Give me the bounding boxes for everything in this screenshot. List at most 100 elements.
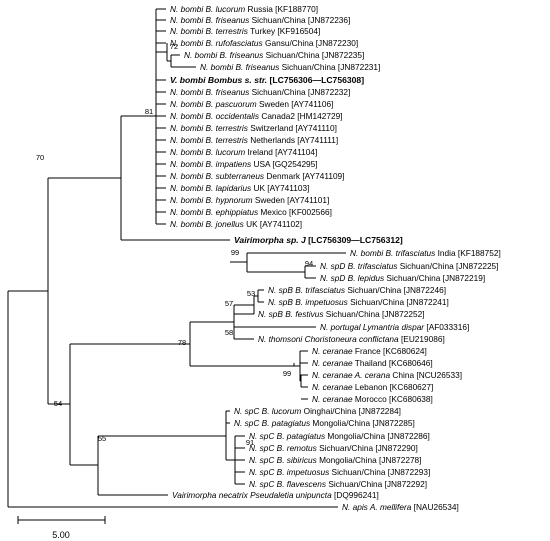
leaf-label: N. bombi B. lucorum Ireland [AY741104] [170,147,317,157]
locality-accession: [LC756306—LC756308] [267,75,364,85]
taxon-name: V. bombi Bombus s. str. [170,75,267,85]
locality-accession: Mexico [KF002566] [258,207,332,217]
locality-accession: Lebanon [KC680627] [353,382,434,392]
leaf-label: N. bombi B. friseanus Sichuan/China [JN8… [200,62,380,72]
locality-accession: China [NCU26533] [390,370,462,380]
leaf-label: N. apis A. mellifera [NAU26534] [342,502,459,512]
taxon-name: N. bombi B. terrestris [170,135,248,145]
locality-accession: Morocco [KC680638] [353,394,433,404]
leaf-label: N. spD B. trifasciatus Sichuan/China [JN… [320,261,498,271]
leaf-label: N. bombi B. friseanus Sichuan/China [JN8… [184,50,364,60]
locality-accession: Sichuan/China [JN872292] [326,479,427,489]
taxon-name: N. spC B. flavescens [249,479,326,489]
taxon-name: N. bombi B. subterraneus [170,171,264,181]
leaf-label: N. bombi B. terrestris Switzerland [AY74… [170,123,337,133]
locality-accession: Netherlands [AY741111] [248,135,338,145]
locality-accession: [LC756309—LC756312] [306,235,403,245]
locality-accession: Sichuan/China [JN872290] [317,443,418,453]
leaf-label: N. bombi B. impatiens USA [GQ254295] [170,159,318,169]
leaf-label: V. bombi Bombus s. str. [LC756306—LC7563… [170,75,364,85]
locality-accession: Sichuan/China [JN872293] [329,467,430,477]
bootstrap-value: 99 [283,369,291,378]
taxon-name: N. bombi B. rufofasciatus [170,38,263,48]
locality-accession: Canada2 [HM142729] [259,111,343,121]
leaf-label: N. spB B. trifasciatus Sichuan/China [JN… [268,285,446,295]
leaf-label: N. spC B. impetuosus Sichuan/China [JN87… [249,467,430,477]
leaf-label: N. ceranae France [KC680624] [312,346,427,356]
locality-accession: UK [AY741103] [251,183,309,193]
taxon-name: N. bombi B. friseanus [170,15,249,25]
locality-accession: Thailand [KC680646] [353,358,433,368]
locality-accession: Mongolia/China [JN872286] [325,431,430,441]
leaf-label: N. ceranae Thailand [KC680646] [312,358,433,368]
taxon-name: N. bombi B. hypnorum [170,195,253,205]
taxon-name: N. spD B. trifasciatus [320,261,397,271]
taxon-name: N. ceranae [312,346,353,356]
leaf-label: N. bombi B. lapidarius UK [AY741103] [170,183,309,193]
taxon-name: N. bombi B. lucorum [170,147,245,157]
locality-accession: France [KC680624] [353,346,427,356]
locality-accession: Turkey [KF916504] [248,26,320,36]
leaf-label: N. bombi B. subterraneus Denmark [AY7411… [170,171,344,181]
leaf-label: N. bombi B. friseanus Sichuan/China [JN8… [170,15,350,25]
taxon-name: N. bombi B. friseanus [170,87,249,97]
locality-accession: Sichuan/China [JN872231] [279,62,380,72]
locality-accession: Sichuan/China [JN872219] [384,273,485,283]
locality-accession: Ireland [AY741104] [245,147,317,157]
locality-accession: Mongolia/China [JN872285] [310,418,415,428]
leaf-label: N. spC B. lucorum Oinghai/China [JN87228… [234,406,401,416]
locality-accession: Gansu/China [JN872230] [263,38,358,48]
bootstrap-value: 57 [225,299,233,308]
bootstrap-value: 58 [225,328,233,337]
leaf-label: N. bombi B. occidentalis Canada2 [HM1427… [170,111,343,121]
locality-accession: Russia [KF188770] [245,4,318,14]
leaf-label: N. bombi B. hypnorum Sweden [AY741101] [170,195,329,205]
leaf-label: N. bombi B. terrestris Netherlands [AY74… [170,135,338,145]
taxon-name: N. spB B. impetuosus [268,297,348,307]
taxon-name: N. spD B. lepidus [320,273,384,283]
taxon-name: N. ceranae [312,358,353,368]
locality-accession: [AF033316] [424,322,469,332]
leaf-label: N. spB B. impetuosus Sichuan/China [JN87… [268,297,449,307]
locality-accession: Mongolia/China [JN872278] [317,455,422,465]
taxon-name: N. bombi B. pascuorum [170,99,257,109]
locality-accession: Switzerland [AY741110] [248,123,337,133]
taxon-name: N. spB B. festivus [258,309,323,319]
locality-accession: Sweden [AY741106] [257,99,334,109]
bootstrap-value: 72 [170,42,178,51]
leaf-label: N. bombi B. lucorum Russia [KF188770] [170,4,318,14]
leaf-label: N. ceranae A. cerana China [NCU26533] [312,370,462,380]
taxon-name: N. thomsoni Choristoneura conflictana [258,334,399,344]
taxon-name: N. ceranae A. cerana [312,370,390,380]
locality-accession: Sichuan/China [JN872246] [345,285,446,295]
leaf-label: N. bombi B. terrestris Turkey [KF916504] [170,26,320,36]
locality-accession: Sichuan/China [JN872241] [348,297,449,307]
leaf-label: N. ceranae Morocco [KC680638] [312,394,433,404]
leaf-label: N. thomsoni Choristoneura conflictana [E… [258,334,445,344]
taxon-name: N. ceranae [312,394,353,404]
taxon-name: N. spB B. trifasciatus [268,285,345,295]
bootstrap-value: 78 [178,338,186,347]
leaf-label: N. bombi B. friseanus Sichuan/China [JN8… [170,87,350,97]
taxon-name: N. bombi B. terrestris [170,26,248,36]
leaf-label: N. spC B. patagiatus Mongolia/China [JN8… [234,418,415,428]
taxon-name: N. bombi B. jonellus [170,219,244,229]
leaf-label: N. bombi B. rufofasciatus Gansu/China [J… [170,38,358,48]
leaf-label: N. bombi B. trifasciatus India [KF188752… [350,248,501,258]
taxon-name: N. spC B. patagiatus [234,418,310,428]
taxon-name: N. bombi B. ephippiatus [170,207,258,217]
locality-accession: Sweden [AY741101] [253,195,330,205]
leaf-label: N. bombi B. ephippiatus Mexico [KF002566… [170,207,332,217]
locality-accession: Sichuan/China [JN872232] [249,87,350,97]
locality-accession: UK [AY741102] [244,219,302,229]
bootstrap-value: 55 [98,434,106,443]
locality-accession: Sichuan/China [JN872225] [397,261,498,271]
taxon-name: N. spC B. patagiatus [249,431,325,441]
locality-accession: Oinghai/China [JN872284] [301,406,401,416]
bootstrap-value: 54 [54,399,62,408]
bootstrap-value: 81 [145,107,153,116]
leaf-label: Vairimorpha necatrix Pseudaletia unipunc… [172,490,379,500]
locality-accession: USA [GQ254295] [251,159,317,169]
bootstrap-value: 53 [247,289,255,298]
